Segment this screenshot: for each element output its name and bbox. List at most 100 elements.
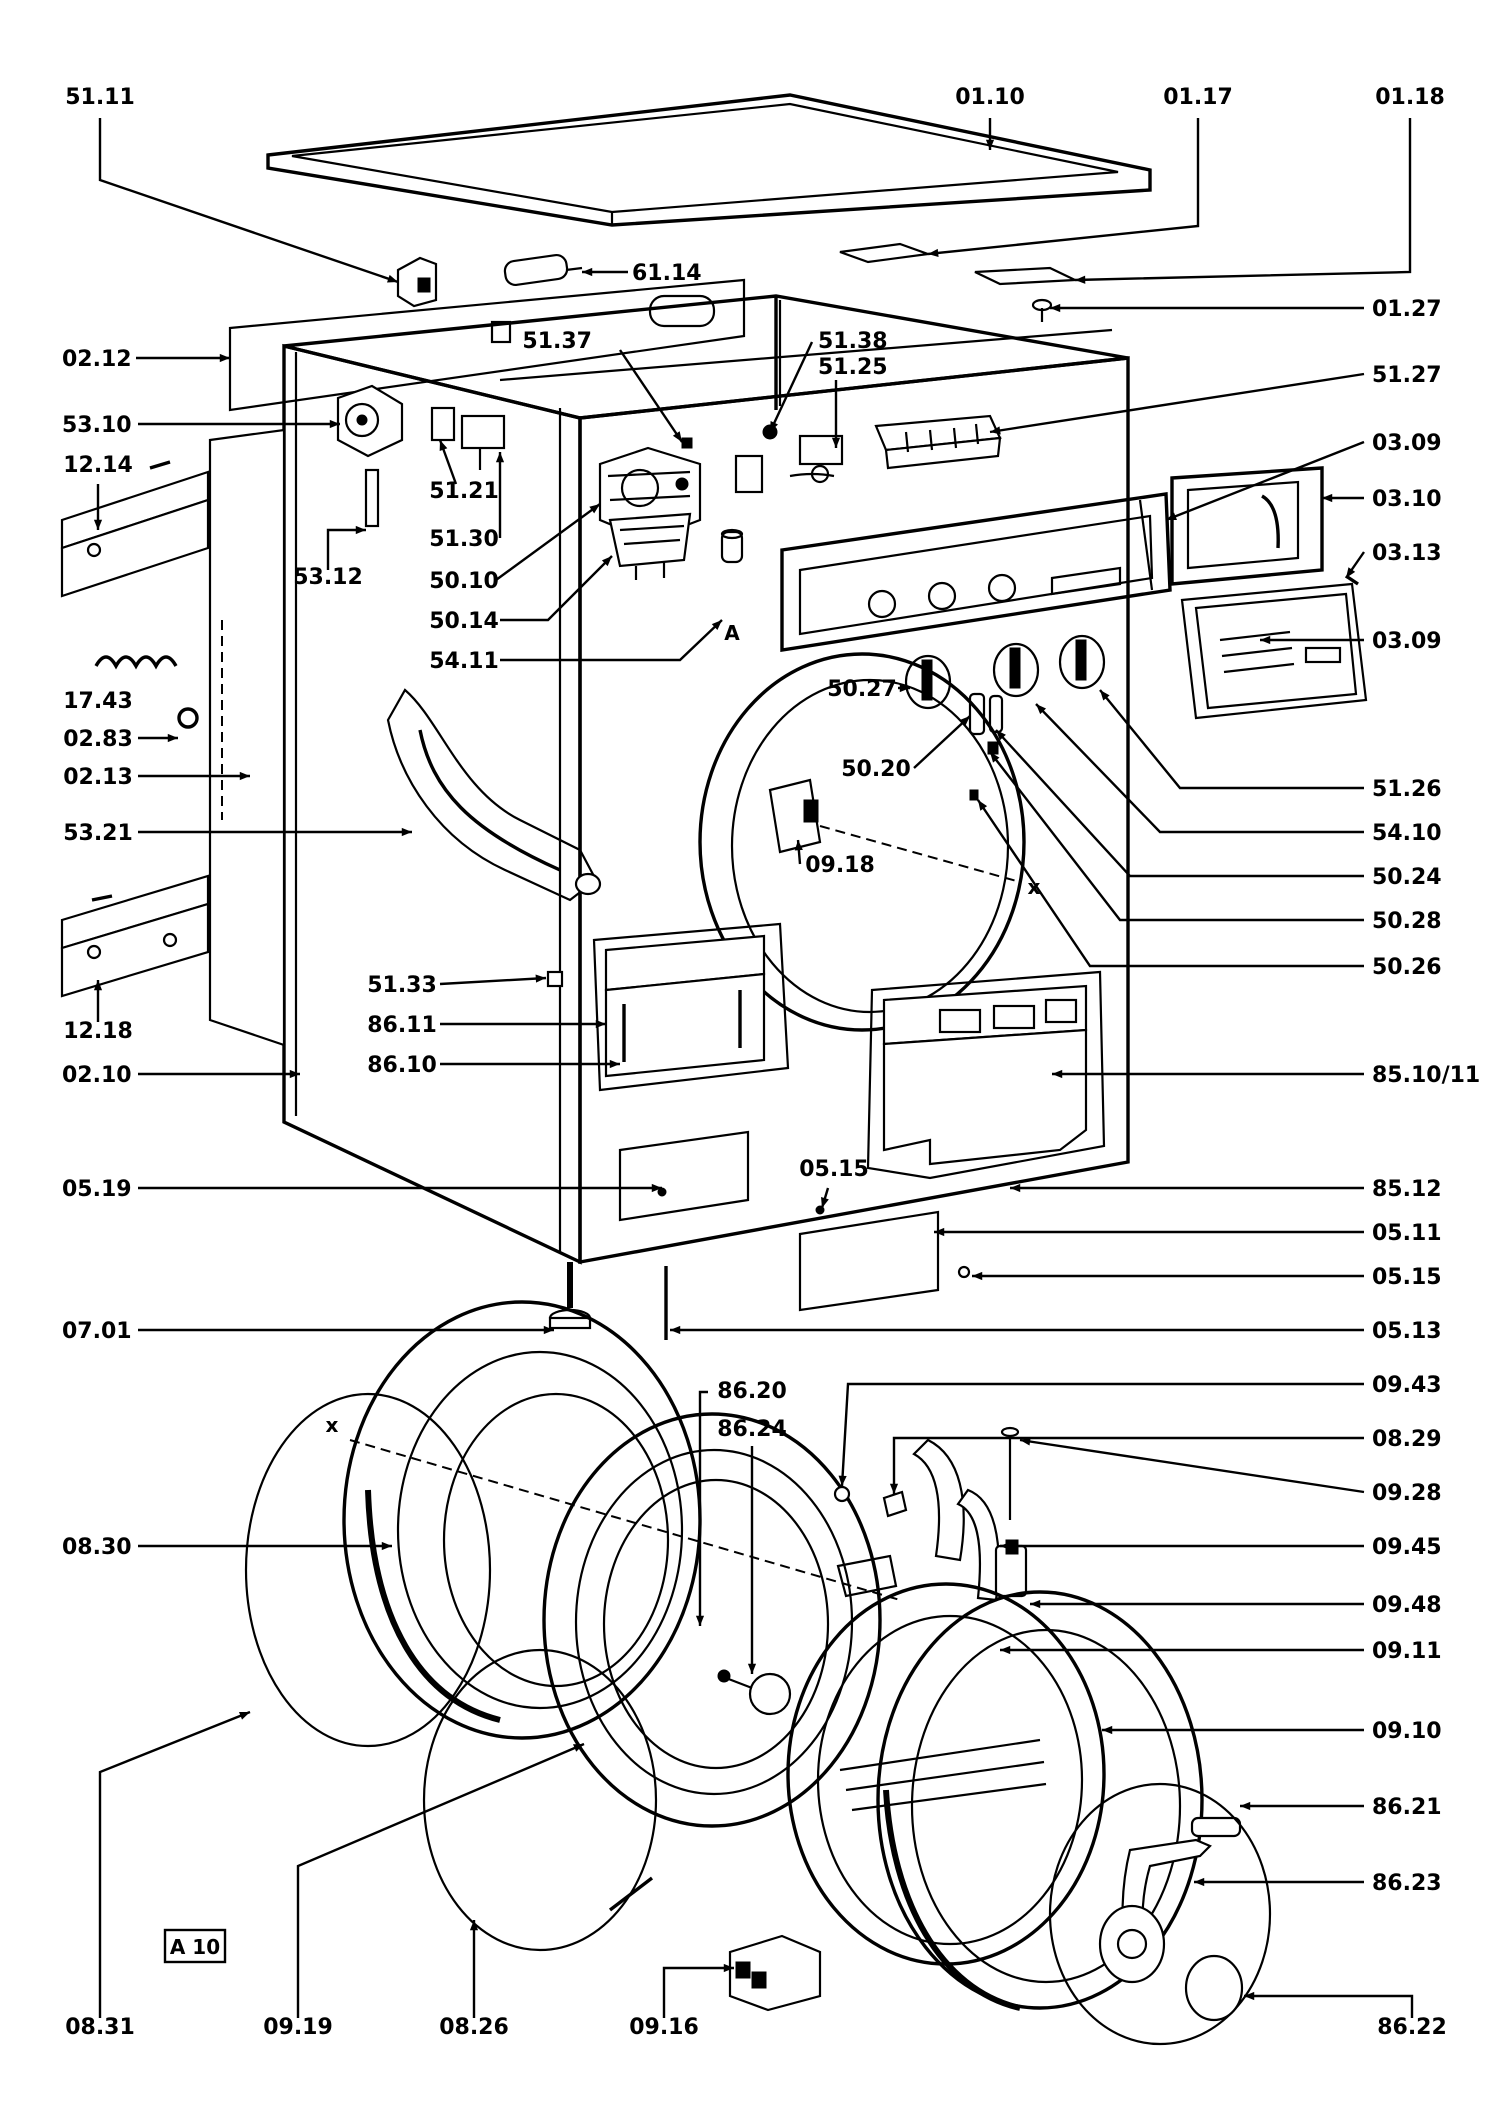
leader-arrowhead bbox=[93, 519, 103, 530]
cabinet-assembly bbox=[60, 93, 1368, 1340]
callout-12-14: 12.14 bbox=[63, 453, 133, 478]
callout-86-23: 86.23 bbox=[1372, 1871, 1442, 1896]
marker-x-door: x bbox=[326, 1413, 339, 1437]
leader-51-11 bbox=[98, 118, 399, 284]
callout-53-21: 53.21 bbox=[63, 821, 133, 846]
leader-arrowhead bbox=[990, 752, 1000, 763]
connector-part bbox=[546, 970, 564, 988]
callout-54-10: 54.10 bbox=[1372, 821, 1442, 846]
leader-arrowhead bbox=[401, 827, 412, 837]
door-switch-part bbox=[728, 1934, 822, 2012]
callout-51-11: 51.11 bbox=[65, 85, 135, 110]
leader-arrowhead bbox=[770, 421, 779, 432]
leader-09-16 bbox=[662, 1966, 734, 2018]
leader-arrowhead bbox=[889, 1483, 899, 1494]
leader-arrowhead bbox=[1100, 690, 1110, 701]
door-glass bbox=[244, 1392, 492, 1748]
leader-arrowhead bbox=[239, 1712, 250, 1720]
relay-part bbox=[430, 406, 506, 470]
callout-86-21: 86.21 bbox=[1372, 1795, 1442, 1820]
callout-51-21: 51.21 bbox=[429, 479, 499, 504]
leader-51-38 bbox=[768, 341, 814, 433]
callout-09-11: 09.11 bbox=[1372, 1639, 1442, 1664]
terminal-block-part bbox=[874, 414, 1002, 470]
callout-50-10: 50.10 bbox=[429, 569, 499, 594]
leader-arrowhead bbox=[821, 1197, 829, 1208]
leader-86-20 bbox=[698, 1390, 708, 1626]
callout-01-17: 01.17 bbox=[1163, 85, 1233, 110]
leader-arrowhead bbox=[959, 716, 970, 726]
callout-86-11: 86.11 bbox=[367, 1013, 437, 1038]
leader-arrowhead bbox=[1010, 1183, 1021, 1193]
plinth-vent bbox=[618, 1130, 750, 1222]
callout-50-28: 50.28 bbox=[1372, 909, 1442, 934]
leader-53-12 bbox=[326, 528, 366, 570]
leader-arrowhead bbox=[723, 1963, 734, 1973]
callout-50-27: 50.27 bbox=[827, 677, 897, 702]
callout-01-27: 01.27 bbox=[1372, 297, 1442, 322]
callout-09-28: 09.28 bbox=[1372, 1481, 1442, 1506]
latch-cap bbox=[1184, 1954, 1244, 2022]
latch-disk bbox=[1048, 1782, 1272, 2046]
callout-51-37: 51.37 bbox=[522, 329, 592, 354]
leader-arrowhead bbox=[1020, 1437, 1031, 1446]
leader-09-28 bbox=[1019, 1438, 1365, 1494]
leader-arrowhead bbox=[1346, 567, 1356, 578]
leader-arrowhead bbox=[1102, 1725, 1113, 1735]
callout-02-10: 02.10 bbox=[62, 1063, 132, 1088]
leader-51-37 bbox=[619, 349, 683, 443]
callout-09-43: 09.43 bbox=[1372, 1373, 1442, 1398]
leader-arrowhead bbox=[329, 419, 340, 429]
callout-51-38: 51.38 bbox=[818, 329, 888, 354]
callout-86-22: 86.22 bbox=[1377, 2015, 1447, 2040]
leader-arrowhead bbox=[1000, 1645, 1011, 1655]
leader-arrowhead bbox=[670, 1325, 681, 1335]
leader-arrowhead bbox=[899, 683, 910, 693]
leader-50-24 bbox=[995, 729, 1364, 878]
marker-x-cabinet: x bbox=[1028, 875, 1041, 899]
leader-08-29 bbox=[892, 1436, 1364, 1494]
leader-arrowhead bbox=[934, 1227, 945, 1237]
leader-arrowhead bbox=[1244, 1991, 1255, 2001]
callout-01-10: 01.10 bbox=[955, 85, 1025, 110]
door-hinge bbox=[836, 1426, 1028, 1602]
leader-arrowhead bbox=[831, 437, 841, 448]
callout-01-18: 01.18 bbox=[1375, 85, 1445, 110]
leader-arrowhead bbox=[355, 525, 366, 535]
callout-09-16: 09.16 bbox=[629, 2015, 699, 2040]
callout-50-24: 50.24 bbox=[1372, 865, 1442, 890]
callout-09-19: 09.19 bbox=[263, 2015, 333, 2040]
hose-clip-part bbox=[94, 655, 178, 670]
leader-51-26 bbox=[1099, 689, 1364, 790]
grommet-part bbox=[177, 707, 199, 729]
leader-arrowhead bbox=[838, 1475, 847, 1486]
knob-right bbox=[1058, 634, 1106, 690]
door-lock-part bbox=[768, 778, 822, 854]
leader-54-11 bbox=[500, 619, 723, 662]
callout-09-10: 09.10 bbox=[1372, 1719, 1442, 1744]
capacitor-part bbox=[503, 253, 583, 287]
leader-arrowhead bbox=[1050, 303, 1061, 313]
inner-door-cover bbox=[786, 1582, 1106, 1966]
leader-arrowhead bbox=[996, 730, 1006, 741]
leader-arrowhead bbox=[695, 1615, 705, 1626]
leader-50-20 bbox=[913, 715, 971, 769]
leader-arrowhead bbox=[239, 771, 250, 781]
leader-arrowhead bbox=[167, 733, 178, 743]
leader-arrowhead bbox=[1240, 1801, 1251, 1811]
door-frame bbox=[542, 1412, 882, 1828]
lid-bracket-part bbox=[974, 266, 1076, 286]
leader-arrowhead bbox=[1260, 635, 1271, 645]
door-outer-ring bbox=[342, 1300, 702, 1740]
leader-arrowhead bbox=[601, 556, 612, 567]
glass-clip bbox=[608, 1876, 654, 1912]
leader-arrowhead bbox=[381, 1541, 392, 1551]
leader-arrowhead bbox=[1030, 1599, 1041, 1609]
callout-51-30: 51.30 bbox=[429, 527, 499, 552]
rail-upper bbox=[60, 460, 210, 598]
callout-05-15b: 05.15 bbox=[1372, 1265, 1442, 1290]
callout-09-48: 09.48 bbox=[1372, 1593, 1442, 1618]
callout-03-09a: 03.09 bbox=[1372, 431, 1442, 456]
detergent-drawer bbox=[1170, 466, 1324, 586]
